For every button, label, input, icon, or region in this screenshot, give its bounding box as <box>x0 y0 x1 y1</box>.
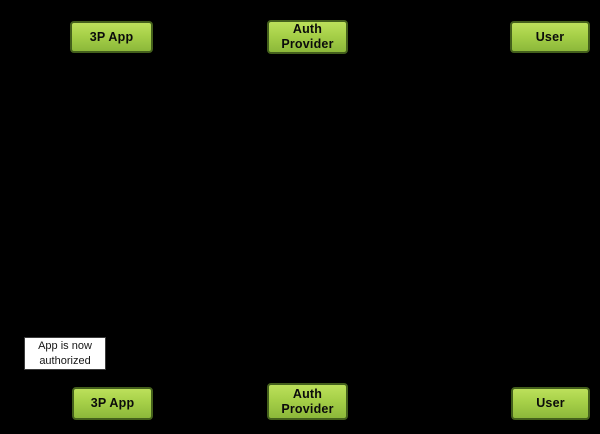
actor-box-auth-provider-bottom: Auth Provider <box>267 383 348 420</box>
actor-box-user-top: User <box>510 21 590 53</box>
actor-box-auth-provider-top: Auth Provider <box>267 20 348 54</box>
actor-label: User <box>535 29 565 44</box>
actor-label: Auth Provider <box>281 386 334 416</box>
actor-box-3p-app-bottom: 3P App <box>72 387 153 420</box>
note-text: App is now authorized <box>38 339 92 367</box>
actor-label: Auth Provider <box>281 22 334 51</box>
actor-box-user-bottom: User <box>511 387 590 420</box>
actor-label: User <box>536 396 565 410</box>
actor-box-3p-app-top: 3P App <box>70 21 153 53</box>
actor-label: 3P App <box>90 396 135 410</box>
actor-label: 3P App <box>89 29 134 44</box>
note-app-authorized: App is now authorized <box>24 337 106 370</box>
